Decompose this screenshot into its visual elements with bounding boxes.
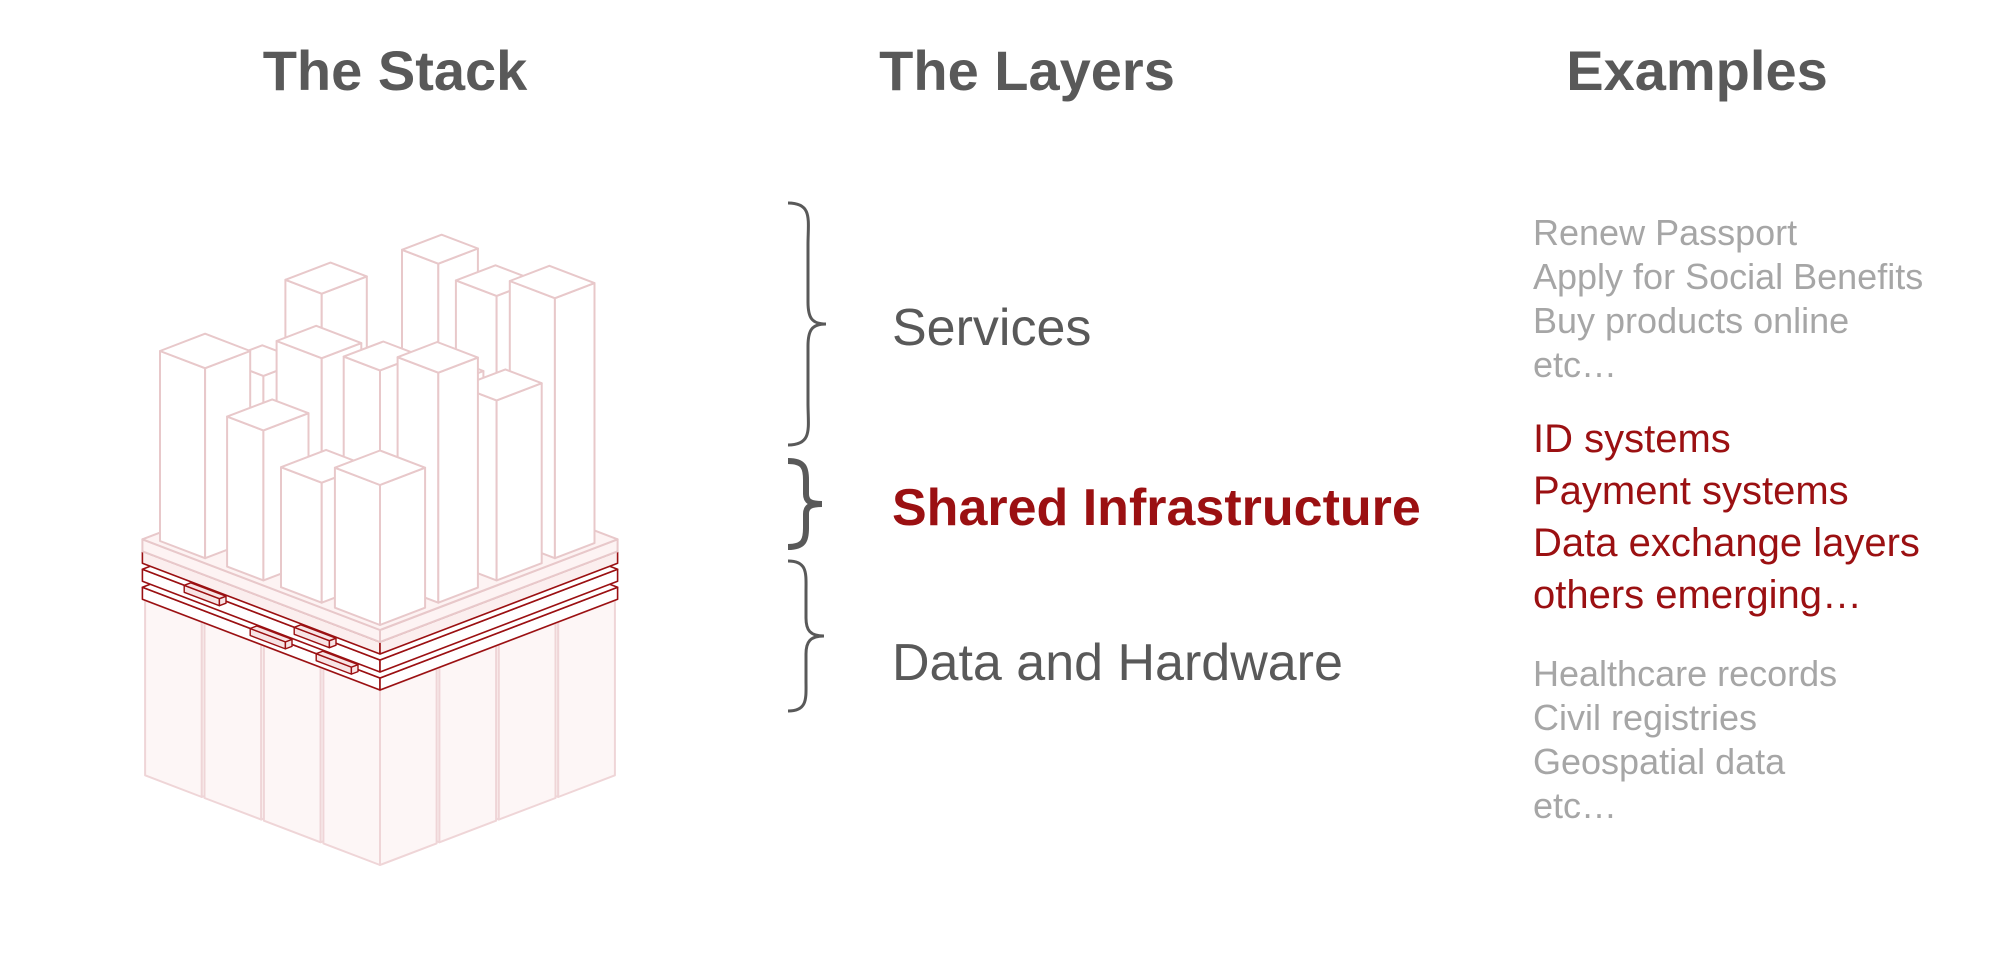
brace-services-icon xyxy=(787,201,827,447)
examples-services: Renew Passport Apply for Social Benefits… xyxy=(1533,211,1923,387)
column-heading-stack: The Stack xyxy=(262,39,528,102)
brace-shared-icon xyxy=(787,458,823,550)
examples-shared-infrastructure: ID systems Payment systems Data exchange… xyxy=(1533,413,1920,621)
service-building-top xyxy=(333,449,427,486)
service-building-top xyxy=(401,233,479,265)
hardware-block-face xyxy=(438,644,498,844)
layer-label-shared-infrastructure: Shared Infrastructure xyxy=(892,479,1421,537)
hardware-block-face xyxy=(322,667,381,866)
example-item: Healthcare records xyxy=(1533,653,1838,694)
example-item: Geospatial data xyxy=(1533,741,1786,782)
connector-bar-top xyxy=(315,650,359,668)
example-item: Apply for Social Benefits xyxy=(1533,256,1924,297)
hardware-block-face xyxy=(379,667,438,866)
connector-bar-top xyxy=(293,624,337,642)
service-building-top xyxy=(275,324,363,360)
example-item: ID systems xyxy=(1533,417,1731,461)
stack-illustration xyxy=(141,233,619,866)
service-building-top xyxy=(226,398,310,432)
column-heading-examples: Examples xyxy=(1566,39,1828,102)
layer-label-data-hardware: Data and Hardware xyxy=(892,634,1343,692)
service-building-face xyxy=(437,356,479,604)
service-building-top xyxy=(396,341,479,374)
connector-bar-top xyxy=(249,625,293,643)
example-item: etc… xyxy=(1533,344,1618,385)
service-building-face xyxy=(280,466,323,604)
service-building-face xyxy=(379,466,427,626)
service-building-face xyxy=(226,415,265,582)
hardware-block-face xyxy=(203,622,263,821)
example-item: etc… xyxy=(1533,785,1618,826)
example-item: Civil registries xyxy=(1533,697,1758,738)
service-building-face xyxy=(495,382,543,582)
column-heading-layers: The Layers xyxy=(879,39,1175,102)
brace-data-icon xyxy=(787,559,825,713)
example-item: Data exchange layers xyxy=(1533,521,1920,565)
services-layer xyxy=(159,233,596,626)
service-building-face xyxy=(333,466,381,626)
service-building-top xyxy=(159,332,252,370)
service-building-top xyxy=(508,264,596,300)
hardware-block-face xyxy=(262,644,322,844)
service-building-face xyxy=(159,350,207,560)
service-building-face xyxy=(553,282,596,560)
examples-data-hardware: Healthcare records Civil registries Geos… xyxy=(1533,652,1837,828)
example-item: Renew Passport xyxy=(1533,212,1798,253)
connector-bar-top xyxy=(183,582,227,600)
hardware-block-face xyxy=(497,622,557,821)
example-item: others emerging… xyxy=(1533,573,1863,617)
hardware-block-face xyxy=(144,599,203,798)
example-item: Buy products online xyxy=(1533,300,1850,341)
example-item: Payment systems xyxy=(1533,469,1849,513)
service-building-top xyxy=(284,261,368,295)
hardware-block-face xyxy=(557,599,616,798)
layer-label-services: Services xyxy=(892,299,1092,357)
